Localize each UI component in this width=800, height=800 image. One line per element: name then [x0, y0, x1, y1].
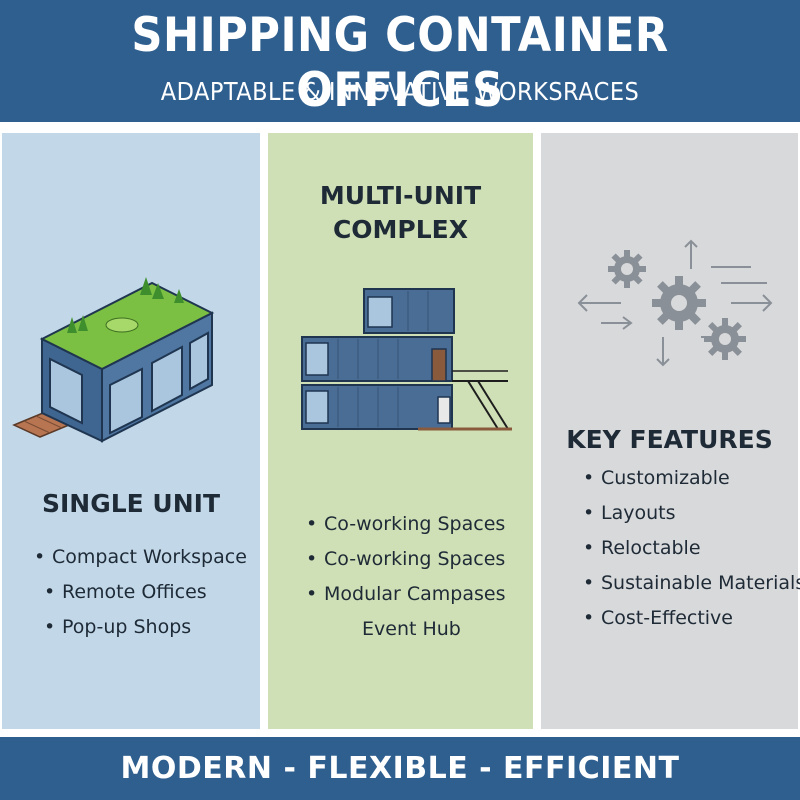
list-item: • Co-working Spaces	[306, 542, 506, 577]
bullet-icon: •	[583, 537, 595, 559]
footer-banner: MODERN - FLEXIBLE - EFFICIENT	[0, 737, 800, 800]
bullet-icon: •	[44, 616, 56, 638]
list-item-label: Layouts	[601, 502, 676, 524]
list-item: • Compact Workspace	[34, 540, 247, 575]
list-item-label: Cost-Effective	[601, 607, 733, 629]
container-stack-icon	[301, 288, 512, 431]
multi-unit-heading: MULTI-UNIT COMPLEX	[268, 179, 533, 247]
key-features-panel: KEY FEATURES • Customizable • Layouts • Rel…	[539, 131, 800, 731]
bullet-icon: •	[583, 572, 595, 594]
list-item-label: Customizable	[601, 467, 730, 489]
list-item: • Sustainable Materials	[583, 566, 800, 601]
list-item: • Reloctable	[583, 531, 800, 566]
bullet-icon: •	[583, 502, 595, 524]
list-item-label: Modular Campases	[324, 583, 506, 605]
list-item-label: Sustainable Materials	[601, 572, 800, 594]
list-item: • Co-working Spaces	[306, 507, 506, 542]
single-unit-heading: SINGLE UNIT	[41, 489, 221, 518]
list-item-label: Event Hub	[362, 618, 461, 640]
single-unit-list: • Compact Workspace • Remote Offices • Pop-…	[34, 540, 247, 645]
multi-unit-panel: MULTI-UNIT COMPLEX • Co-working Spaces •	[266, 131, 535, 731]
list-item-label: Co-working Spaces	[324, 548, 506, 570]
page-subtitle: ADAPTABLE & INNOVATIVE WORKSRACES	[160, 77, 640, 106]
bullet-icon: •	[306, 513, 318, 535]
single-unit-panel: SINGLE UNIT • Compact Workspace • Remote O…	[0, 131, 262, 731]
container-single-icon	[12, 277, 215, 443]
list-item: Event Hub	[306, 612, 506, 647]
list-item: • Layouts	[583, 496, 800, 531]
header-banner: SHIPPING CONTAINER OFFICES ADAPTABLE & I…	[0, 0, 800, 122]
bullet-icon: •	[306, 583, 318, 605]
list-item: • Remote Offices	[34, 575, 247, 610]
list-item: • Pop-up Shops	[34, 610, 247, 645]
list-item-label: Remote Offices	[62, 581, 207, 603]
page-title: SHIPPING CONTAINER OFFICES	[131, 8, 669, 118]
key-features-list: • Customizable • Layouts • Reloctable • Sust…	[583, 461, 800, 636]
list-item: • Modular Campases	[306, 577, 506, 612]
list-item-label: Co-working Spaces	[324, 513, 506, 535]
list-item-label: Reloctable	[601, 537, 701, 559]
multi-unit-list: • Co-working Spaces • Co-working Spaces • M…	[306, 507, 506, 647]
multi-unit-heading-line2: COMPLEX	[332, 215, 469, 244]
bullet-icon: •	[34, 546, 46, 568]
multi-unit-heading-line1: MULTI-UNIT	[319, 181, 482, 210]
bullet-icon: •	[583, 607, 595, 629]
list-item-label: Compact Workspace	[52, 546, 247, 568]
footer-tagline: MODERN - FLEXIBLE - EFFICIENT	[120, 751, 680, 786]
bullet-icon: •	[583, 467, 595, 489]
list-item: • Cost-Effective	[583, 601, 800, 636]
key-features-heading: KEY FEATURES	[566, 425, 773, 454]
list-item-label: Pop-up Shops	[62, 616, 192, 638]
gears-icon	[577, 239, 773, 367]
bullet-icon: •	[306, 548, 318, 570]
bullet-icon: •	[44, 581, 56, 603]
list-item: • Customizable	[583, 461, 800, 496]
